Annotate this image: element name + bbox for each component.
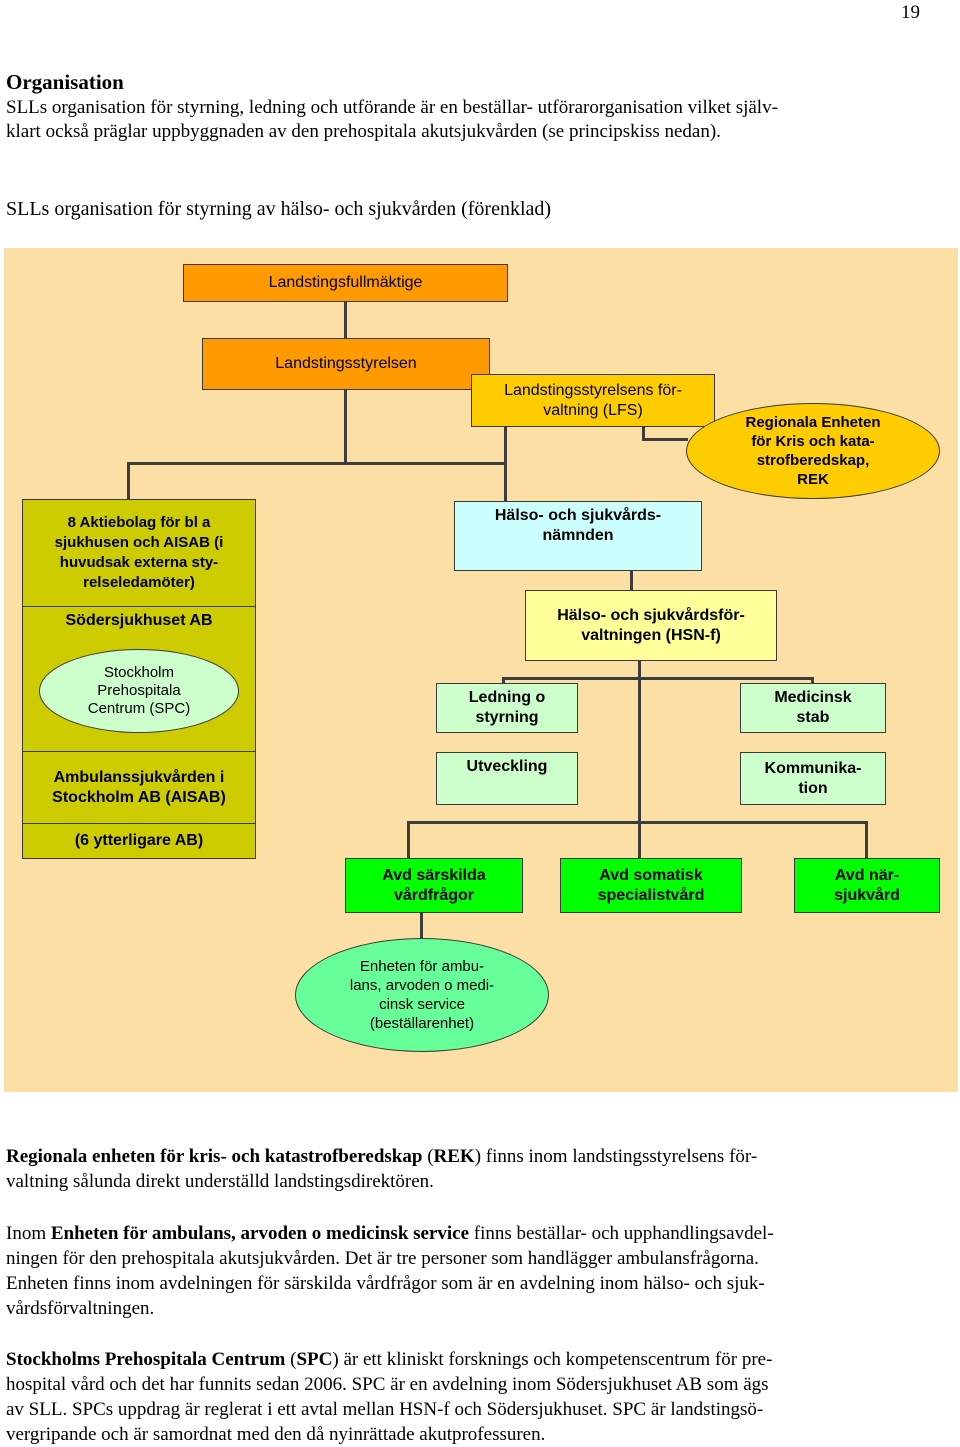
hsn-label: Hälso- och sjukvårds- nämnden — [494, 507, 662, 544]
ytterligare-ab-box: (6 ytterligare AB) — [22, 823, 256, 859]
enheten-term: Enheten för ambulans, arvoden o medicins… — [50, 1223, 470, 1244]
spc-abbrev: SPC — [296, 1349, 333, 1370]
connector-line — [504, 426, 507, 501]
landstingsfullmaktige-label: Landstingsfullmäktige — [268, 274, 423, 291]
aktiebolag-box: 8 Aktiebolag för bl a sjukhusen och AISA… — [22, 499, 256, 607]
section-heading: Organisation — [6, 70, 124, 94]
lfs-label: Landstingsstyrelsens för- valtning (LFS) — [504, 381, 682, 419]
connector-line — [502, 677, 505, 684]
spc-ellipse: Stockholm Prehospitala Centrum (SPC) — [39, 649, 239, 733]
intro-paragraph: SLLs organisation för styrning, ledning … — [6, 97, 778, 142]
spc-paragraph: Stockholms Prehospitala Centrum (SPC) är… — [6, 1347, 946, 1447]
aktiebolag-label: 8 Aktiebolag för bl a sjukhusen och AISA… — [54, 514, 224, 591]
connector-line — [407, 821, 410, 859]
paragraph-text: ) är ett kliniskt forsknings och kompete… — [6, 1349, 773, 1445]
kommunikation-box: Kommunika- tion — [740, 752, 886, 805]
connector-line — [642, 426, 645, 440]
medicinsk-stab-label: Medicinsk stab — [774, 689, 852, 726]
rek-term: Regionala enheten för kris- och katastro… — [6, 1146, 423, 1167]
connector-line — [811, 677, 814, 684]
connector-line — [420, 912, 423, 939]
diagram-title: SLLs organisation för styrning av hälso-… — [6, 198, 552, 220]
connector-line — [638, 677, 641, 822]
connector-line — [407, 821, 867, 824]
paragraph-text: finns beställar- och upphandlingsavdel- … — [6, 1223, 774, 1319]
connector-line — [502, 677, 814, 680]
rek-abbrev: REK — [433, 1146, 475, 1167]
aisab-box: Ambulanssjukvården i Stockholm AB (AISAB… — [22, 751, 256, 824]
hsn-box: Hälso- och sjukvårds- nämnden — [454, 501, 702, 571]
enheten-ellipse: Enheten för ambu- lans, arvoden o medi- … — [295, 938, 549, 1052]
kommunikation-label: Kommunika- tion — [764, 759, 862, 797]
ledning-label: Ledning o styrning — [468, 689, 546, 726]
connector-line — [865, 821, 868, 859]
enheten-paragraph: Inom Enheten för ambulans, arvoden o med… — [6, 1221, 946, 1321]
ytterligare-ab-label: (6 ytterligare AB) — [74, 832, 204, 849]
connector-line — [638, 821, 641, 859]
rek-label: Regionala Enheten för Kris och kata- str… — [745, 414, 881, 488]
utveckling-box: Utveckling — [436, 752, 578, 805]
avd-nar-box: Avd när- sjukvård — [794, 858, 940, 913]
enheten-label: Enheten för ambu- lans, arvoden o medi- … — [349, 958, 495, 1032]
paragraph-text: ) finns inom landstingsstyrelsens för- v… — [6, 1146, 758, 1192]
paragraph-text: ( — [422, 1146, 434, 1167]
connector-line — [127, 462, 506, 465]
connector-line — [344, 389, 347, 463]
aisab-label: Ambulanssjukvården i Stockholm AB (AISAB… — [52, 768, 226, 806]
connector-line — [642, 438, 688, 441]
avd-nar-label: Avd när- sjukvård — [834, 866, 900, 904]
rek-paragraph: Regionala enheten för kris- och katastro… — [6, 1144, 946, 1194]
rek-ellipse: Regionala Enheten för Kris och kata- str… — [686, 403, 940, 499]
connector-line — [638, 661, 641, 679]
paragraph-text: Inom — [6, 1223, 51, 1244]
hsnf-label: Hälso- och sjukvårdsför- valtningen (HSN… — [557, 606, 745, 644]
avd-sarskilda-label: Avd särskilda vårdfrågor — [382, 866, 486, 904]
connector-line — [127, 462, 130, 500]
avd-sarskilda-box: Avd särskilda vårdfrågor — [345, 858, 523, 913]
spc-term: Stockholms Prehospitala Centrum — [6, 1349, 286, 1370]
avd-somatisk-label: Avd somatisk specialistvård — [597, 866, 705, 904]
landstingsstyrelsen-box: Landstingsstyrelsen — [202, 338, 490, 390]
landstingsstyrelsen-label: Landstingsstyrelsen — [275, 355, 417, 372]
connector-line — [630, 571, 633, 591]
sodersjukhuset-label: Södersjukhuset AB — [65, 612, 213, 629]
paragraph-text: ( — [285, 1349, 297, 1370]
avd-somatisk-box: Avd somatisk specialistvård — [560, 858, 742, 913]
ledning-box: Ledning o styrning — [436, 683, 578, 733]
utveckling-label: Utveckling — [466, 758, 548, 775]
hsnf-box: Hälso- och sjukvårdsför- valtningen (HSN… — [525, 590, 777, 661]
medicinsk-stab-box: Medicinsk stab — [740, 683, 886, 733]
connector-line — [344, 301, 347, 339]
page-number: 19 — [901, 2, 920, 23]
lfs-box: Landstingsstyrelsens för- valtning (LFS) — [471, 374, 715, 427]
landstingsfullmaktige-box: Landstingsfullmäktige — [183, 264, 508, 302]
spc-label: Stockholm Prehospitala Centrum (SPC) — [87, 664, 191, 717]
